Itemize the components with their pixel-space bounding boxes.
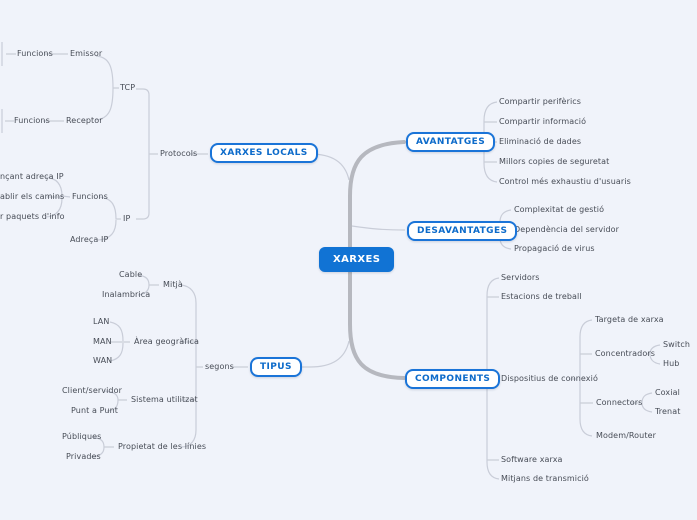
- node-funcions-receptor[interactable]: Funcions: [14, 116, 50, 125]
- node-switch[interactable]: Switch: [663, 340, 691, 349]
- node-ip-funcio-3[interactable]: r paquets d'info: [0, 212, 65, 221]
- node-modem-router[interactable]: Modem/Router: [596, 431, 656, 440]
- node-desavantatge-3[interactable]: Propagació de virus: [514, 244, 595, 253]
- node-tipus[interactable]: TIPUS: [250, 357, 302, 377]
- node-avantatge-4[interactable]: Millors copies de seguretat: [499, 157, 610, 166]
- node-desavantatge-1[interactable]: Complexitat de gestió: [514, 205, 605, 214]
- node-cable[interactable]: Cable: [119, 270, 143, 279]
- node-propietat-linies[interactable]: Propietat de les línies: [118, 442, 207, 451]
- node-targeta-xarxa[interactable]: Targeta de xarxa: [595, 315, 664, 324]
- node-emissor[interactable]: Emissor: [70, 49, 103, 58]
- node-avantatge-5[interactable]: Control més exhaustiu d'usuaris: [499, 177, 631, 186]
- node-avantatge-1[interactable]: Compartir perifèrics: [499, 97, 582, 106]
- node-sistema-utilitzat[interactable]: Sistema utilitzat: [131, 395, 198, 404]
- node-hub[interactable]: Hub: [663, 359, 680, 368]
- node-servidors[interactable]: Servidors: [501, 273, 540, 282]
- node-desavantatge-2[interactable]: Dependència del servidor: [514, 225, 620, 234]
- node-trenat[interactable]: Trenat: [655, 407, 681, 416]
- node-desavantatges[interactable]: DESAVANTATGES: [407, 221, 518, 241]
- node-mitja[interactable]: Mitjà: [163, 280, 183, 289]
- node-ip-funcio-1[interactable]: nçant adreça IP: [0, 172, 64, 181]
- node-wan[interactable]: WAN: [93, 356, 113, 365]
- node-adreca-ip[interactable]: Adreça IP: [70, 235, 109, 244]
- node-avantatge-2[interactable]: Compartir informació: [499, 117, 587, 126]
- node-area-geografica[interactable]: Àrea geogràfica: [134, 337, 199, 346]
- node-privades[interactable]: Privades: [66, 452, 101, 461]
- node-punt-a-punt[interactable]: Punt a Punt: [71, 406, 119, 415]
- node-protocols[interactable]: Protocols: [160, 149, 198, 158]
- node-funcions-emissor[interactable]: Funcions: [17, 49, 53, 58]
- node-mitjans-transmicio[interactable]: Mitjans de transmició: [501, 474, 589, 483]
- node-ip-funcions[interactable]: Funcions: [72, 192, 108, 201]
- node-ip[interactable]: IP: [123, 214, 131, 223]
- node-publiques[interactable]: Públiques: [62, 432, 102, 441]
- node-xarxes[interactable]: XARXES: [319, 247, 395, 272]
- node-segons[interactable]: segons: [205, 362, 234, 371]
- node-tcp[interactable]: TCP: [120, 83, 136, 92]
- node-avantatges[interactable]: AVANTATGES: [406, 132, 496, 152]
- node-lan[interactable]: LAN: [93, 317, 110, 326]
- node-software-xarxa[interactable]: Software xarxa: [501, 455, 563, 464]
- node-concentradors[interactable]: Concentradors: [595, 349, 655, 358]
- node-xarxes-locals[interactable]: XARXES LOCALS: [210, 143, 318, 163]
- node-dispositius-connexio[interactable]: Dispositius de connexió: [501, 374, 598, 383]
- node-connectors[interactable]: Connectors: [596, 398, 643, 407]
- node-client-servidor[interactable]: Client/servidor: [62, 386, 122, 395]
- node-receptor[interactable]: Receptor: [66, 116, 103, 125]
- node-ip-funcio-2[interactable]: ablir els camins: [0, 192, 65, 201]
- node-coxial[interactable]: Coxial: [655, 388, 680, 397]
- node-components[interactable]: COMPONENTS: [405, 369, 501, 389]
- node-inalambrica[interactable]: Inalambrica: [102, 290, 151, 299]
- node-man[interactable]: MAN: [93, 337, 112, 346]
- node-estacions-treball[interactable]: Estacions de treball: [501, 292, 582, 301]
- node-avantatge-3[interactable]: Eliminació de dades: [499, 137, 582, 146]
